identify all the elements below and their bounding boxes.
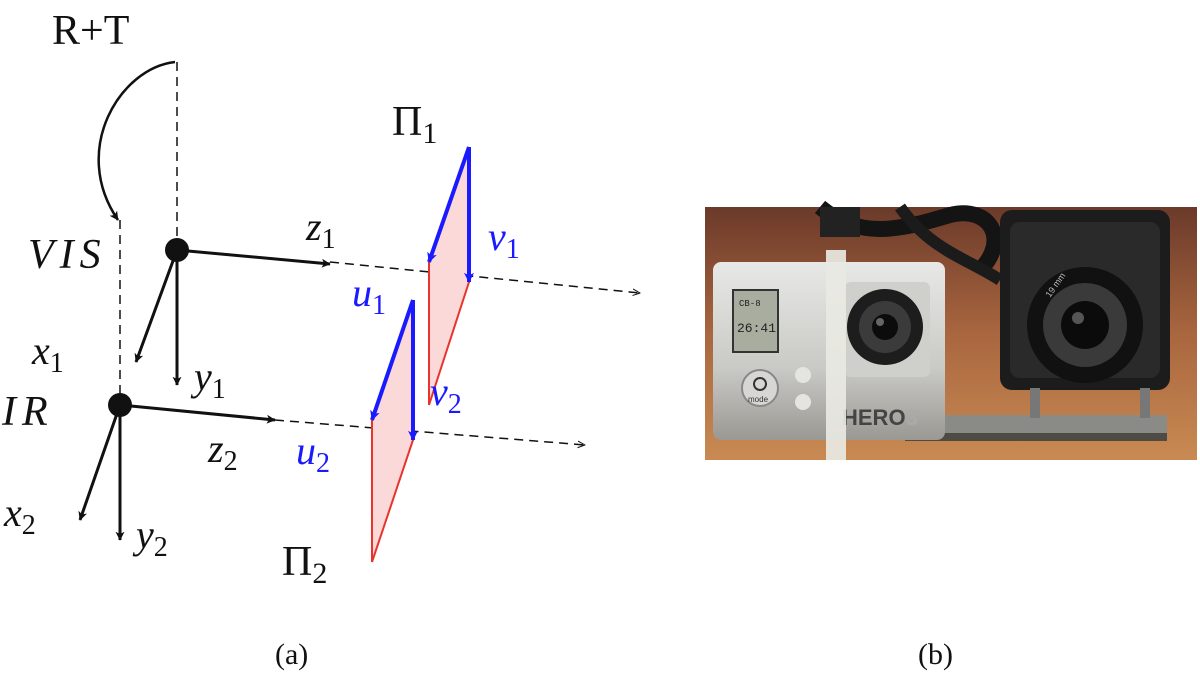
ir-camera-center [108, 393, 132, 417]
x1-label: x1 [31, 328, 64, 379]
gopro-screen [732, 289, 779, 353]
zip-tie [826, 250, 846, 460]
transform-label: R+T [52, 8, 129, 54]
gopro-screen-top: CB-8 [739, 299, 761, 309]
plane2-label: Π2 [282, 539, 327, 590]
z2-label: z2 [207, 426, 238, 477]
z2-axis [119, 403, 276, 424]
mount-plate-shadow [905, 433, 1167, 441]
caption-a: (a) [275, 638, 308, 671]
u2-arrow [370, 299, 415, 421]
x2-label: x2 [3, 490, 36, 541]
image-plane-1 [429, 147, 469, 405]
y2-label: y2 [132, 512, 168, 563]
thermal-lens-highlight [1072, 312, 1084, 324]
gopro-brand: HERO3 [842, 405, 918, 430]
gopro-screen-time: 26:41 [737, 321, 776, 336]
v2-label: v2 [430, 369, 462, 420]
thermal-standoff-left [1030, 388, 1040, 418]
gopro-led-1 [795, 367, 811, 383]
geometry-diagram: R+T VIS IR z1 x1 [1, 8, 640, 671]
cable-2 [895, 203, 1004, 286]
thermal-camera: 19 mm [1000, 210, 1170, 418]
gopro-led-2 [795, 394, 811, 410]
plane1-label: Π1 [392, 99, 437, 150]
gopro-lens-highlight [876, 318, 884, 326]
gopro-button-label: mode [748, 395, 769, 404]
gopro-camera: CB-8 26:41 mode HERO3 [713, 250, 945, 460]
gopro-lens-glass [872, 314, 898, 340]
gopro-mode-button [741, 369, 779, 407]
camera-rig-photo: 19 mm CB-8 26:41 mode HERO3 (b) [705, 200, 1197, 671]
mount-plate [905, 415, 1167, 435]
u1-label: u1 [352, 270, 386, 321]
vis-label: VIS [28, 232, 107, 278]
thermal-standoff-right [1140, 388, 1150, 418]
x1-axis [134, 249, 179, 363]
power-icon [753, 377, 767, 391]
u1-arrow [427, 146, 471, 263]
transform-arc [97, 60, 176, 221]
x2-axis [78, 404, 122, 521]
z1-axis [176, 248, 331, 268]
vis-camera-center [165, 238, 189, 262]
image-plane-2 [372, 300, 413, 562]
optical-axis-2 [274, 419, 585, 445]
optical-axis-1 [329, 261, 640, 293]
caption-b: (b) [918, 638, 953, 671]
ir-label: IR [1, 389, 54, 435]
v1-label: v1 [488, 214, 520, 265]
u2-label: u2 [296, 428, 330, 479]
usb-plug [820, 207, 860, 237]
thermal-lens-glass [1061, 301, 1109, 349]
y1-label: y1 [190, 354, 226, 405]
z1-label: z1 [305, 204, 336, 255]
